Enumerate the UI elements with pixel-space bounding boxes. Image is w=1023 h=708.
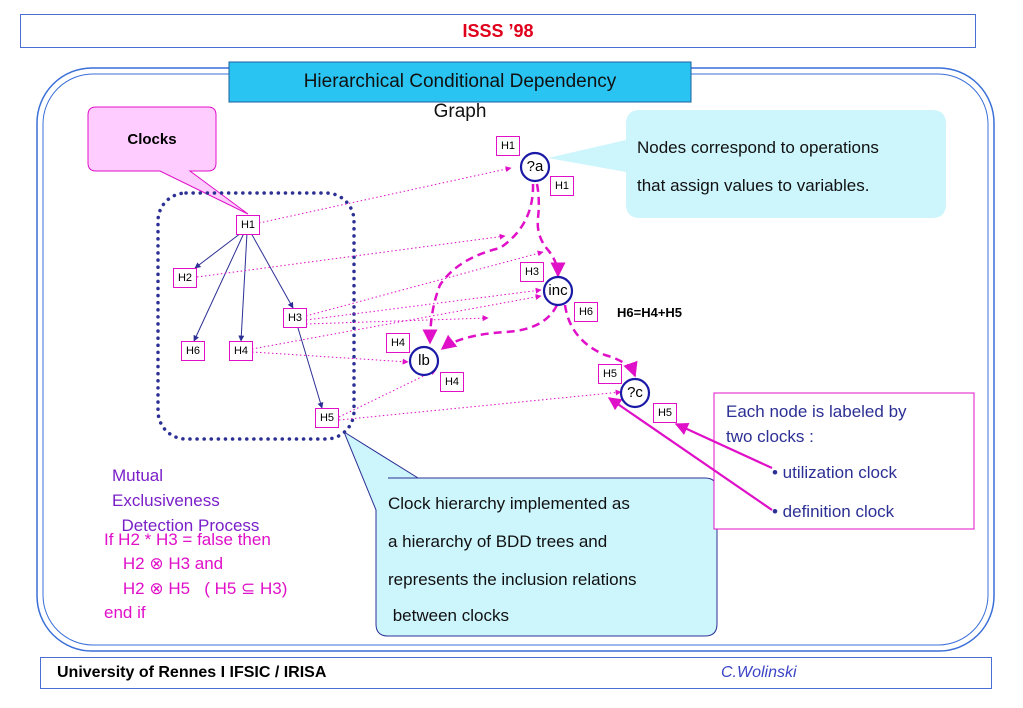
- mutual-line3: Detection Process: [112, 516, 260, 535]
- node-a-label: ?a: [526, 158, 544, 175]
- node-a-clock-top: H1: [496, 136, 520, 156]
- edge-h1-h3: [250, 232, 294, 309]
- link-h3-inc2: [305, 287, 542, 321]
- footer-bar: University of Rennes I IFSIC / IRISA C.W…: [40, 657, 992, 689]
- labeled-callout-line2: two clocks :: [726, 427, 814, 446]
- edge-h1-h2: [194, 232, 242, 269]
- dep-a-b: [422, 183, 535, 345]
- dep-inc-c: [563, 304, 638, 378]
- node-b-label: lb: [418, 352, 430, 369]
- mutual-line1: Mutual: [112, 466, 164, 485]
- link-h1-a: [258, 166, 512, 224]
- code-line4: end if: [104, 603, 146, 622]
- hierarchy-callout-line3: represents the inclusion relations: [388, 570, 637, 589]
- clock-tree-h1: H1: [236, 215, 260, 235]
- link-h2-a: [196, 233, 506, 278]
- labeled-callout-line1: Each node is labeled by: [726, 402, 907, 421]
- node-c-clock-bottom: H5: [653, 403, 677, 423]
- node-inc-circle: [542, 275, 574, 307]
- clock-tree-h2: H2: [173, 268, 197, 288]
- node-a-clock-bottom: H1: [550, 176, 574, 196]
- nodes-callout-line2: that assign values to variables.: [637, 176, 870, 195]
- link-h3-b: [305, 315, 489, 325]
- header-bar: ISSS ’98: [20, 14, 976, 48]
- node-a-circle: [519, 151, 551, 183]
- node-inc-label: inc: [548, 282, 568, 299]
- node-c-label: ?c: [627, 384, 643, 401]
- slide-title-line2: Graph: [433, 101, 487, 122]
- node-b-clock-top: H4: [386, 333, 410, 353]
- code-line3: H2 ⊗ H5 ( H5 ⊆ H3): [104, 579, 288, 598]
- node-b-circle: [408, 345, 440, 377]
- nodes-callout-line1: Nodes correspond to operations: [637, 138, 879, 157]
- node-b-clock-bottom: H4: [440, 372, 464, 392]
- link-h5-c: [338, 389, 622, 421]
- title-box: [228, 61, 692, 103]
- edge-h1-h4: [238, 232, 248, 342]
- hierarchy-callout-line4: between clocks: [388, 606, 509, 625]
- pointer-definition: [607, 397, 773, 511]
- link-h3-inc: [305, 250, 544, 317]
- code-line2: H2 ⊗ H3 and: [104, 554, 224, 573]
- clock-tree-h4: H4: [229, 341, 253, 361]
- edge-h3-h5: [297, 327, 324, 409]
- slide-title-line1: Hierarchical Conditional Dependency: [303, 71, 617, 92]
- mutual-line2: Exclusiveness: [112, 491, 220, 510]
- nodes-callout: [548, 110, 946, 218]
- node-c-clock-top: H5: [598, 364, 622, 384]
- link-h4-b: [251, 351, 409, 365]
- edge-h1-h6: [193, 232, 245, 342]
- node-inc-clock-bottom: H6: [574, 302, 598, 322]
- header-title: ISSS ’98: [462, 21, 534, 41]
- clock-tree-h5: H5: [315, 408, 339, 428]
- node-c-circle: [619, 377, 651, 409]
- clock-tree-h3: H3: [283, 308, 307, 328]
- link-h4-inc: [251, 294, 542, 350]
- pointer-utilization: [674, 422, 773, 469]
- dep-inc-b: [440, 304, 559, 351]
- definition-clock-bullet: • definition clock: [772, 502, 895, 521]
- clocks-callout: [87, 106, 249, 215]
- utilization-clock-bullet: • utilization clock: [772, 463, 898, 482]
- node-inc-clock-top: H3: [520, 262, 544, 282]
- hierarchy-callout-line2: a hierarchy of BDD trees and: [388, 532, 608, 551]
- equation-label: H6=H4+H5: [617, 305, 683, 320]
- code-line1: If H2 * H3 = false then: [104, 530, 271, 549]
- clock-tree-h6: H6: [181, 341, 205, 361]
- dep-a-inc: [535, 183, 566, 278]
- hierarchy-callout-line1: Clock hierarchy implemented as: [388, 494, 630, 513]
- footer-author: C.Wolinski: [721, 664, 797, 681]
- clock-tree-frame: [156, 191, 356, 441]
- clocks-label: Clocks: [127, 131, 177, 148]
- footer-institution: University of Rennes I IFSIC / IRISA: [57, 664, 327, 681]
